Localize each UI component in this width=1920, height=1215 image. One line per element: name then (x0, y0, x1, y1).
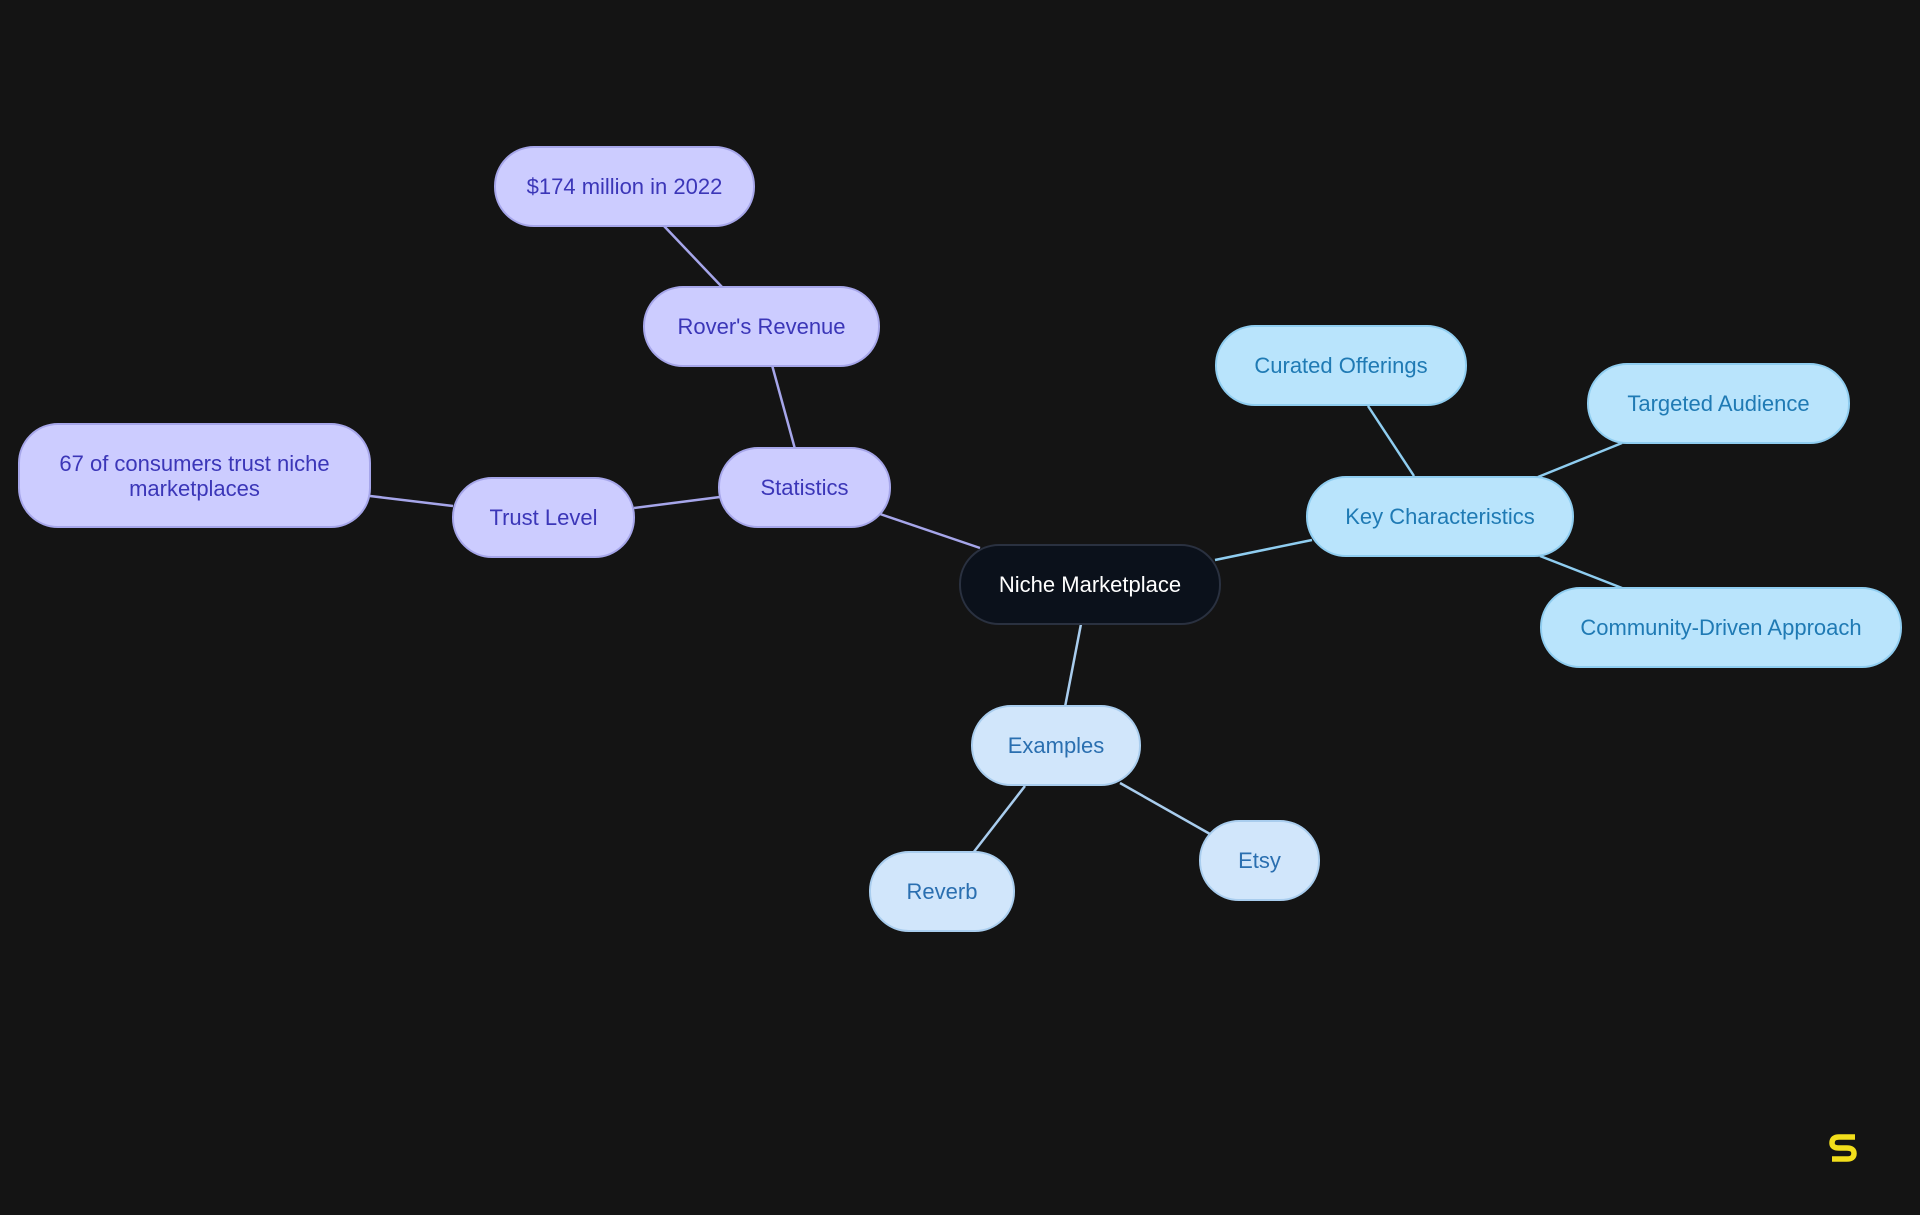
edge-statistics-revenue (770, 364, 797, 450)
node-reverb[interactable]: Reverb (869, 851, 1015, 932)
node-revenue-amount[interactable]: $174 million in 2022 (494, 146, 755, 227)
edge-examples-reverb (972, 785, 1026, 854)
node-statistics[interactable]: Statistics (718, 447, 891, 528)
edge-root-characteristics (1214, 538, 1313, 562)
node-targeted-audience[interactable]: Targeted Audience (1587, 363, 1850, 444)
node-examples[interactable]: Examples (971, 705, 1141, 786)
edge-trust-consumers (369, 494, 454, 508)
edge-root-examples (1063, 623, 1083, 708)
node-trust-level[interactable]: Trust Level (452, 477, 635, 558)
node-consumer-trust[interactable]: 67 of consumers trust niche marketplaces (18, 423, 371, 528)
node-etsy[interactable]: Etsy (1199, 820, 1320, 901)
edge-characteristics-community (1539, 554, 1623, 590)
node-root[interactable]: Niche Marketplace (959, 544, 1221, 625)
edge-characteristics-curated (1366, 405, 1416, 477)
edge-statistics-trust (633, 495, 721, 510)
s-logo-icon (1829, 1134, 1857, 1162)
node-community-driven[interactable]: Community-Driven Approach (1540, 587, 1902, 668)
node-rovers-revenue[interactable]: Rover's Revenue (643, 286, 880, 367)
node-curated-offerings[interactable]: Curated Offerings (1215, 325, 1467, 406)
node-key-characteristics[interactable]: Key Characteristics (1306, 476, 1574, 557)
edge-root-statistics (879, 512, 981, 550)
edge-characteristics-targeted (1537, 441, 1623, 479)
edge-revenue-amount (663, 225, 723, 288)
edge-examples-etsy (1119, 781, 1211, 836)
